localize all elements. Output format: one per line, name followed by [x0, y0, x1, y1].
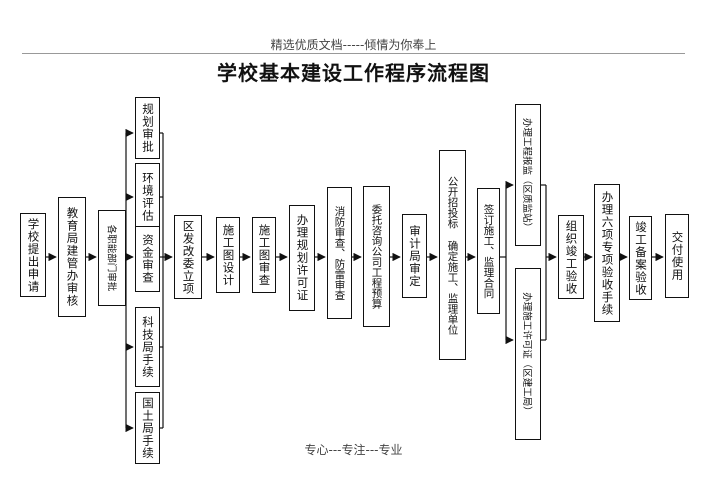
step-cost-budget: 委托咨询公司工程预算 — [363, 186, 390, 327]
step-land: 国土局手续 — [135, 392, 160, 464]
step-permit: 办理施工许可证（区建工局） — [515, 268, 541, 440]
step-tech-label: 科技局手续 — [141, 315, 155, 379]
step-apply-label: 学校提出申请 — [26, 217, 41, 293]
step-six-items: 办理六项专项验收手续 — [594, 184, 620, 322]
step-fire-review-label: 消防审查、防雷审查 — [333, 205, 346, 301]
step-land-label: 国土局手续 — [141, 396, 155, 460]
step-fund-label: 资金审查 — [141, 234, 155, 284]
step-construction-review-label: 施工图审查 — [257, 223, 272, 287]
step-acceptance: 组织竣工验收 — [558, 215, 584, 299]
step-drc-label: 区发改委立项 — [181, 219, 196, 295]
step-construction-review: 施工图审查 — [252, 217, 276, 293]
step-delivery-label: 交付使用 — [670, 231, 685, 281]
step-edu-review: 教育局建管办审核 — [58, 197, 86, 317]
step-fund: 资金审查 — [135, 226, 160, 292]
step-contract: 签订施工、监理合同 — [477, 188, 500, 314]
step-construction-design-label: 施工图设计 — [221, 223, 236, 287]
header-divider — [22, 53, 685, 54]
step-construction-design: 施工图设计 — [216, 217, 240, 293]
step-quality-label: 办理工程报监（区质监站） — [521, 117, 533, 233]
step-apply: 学校提出申请 — [20, 213, 46, 297]
step-env-label: 环境评估 — [141, 172, 155, 222]
page-header-text: 精选优质文档-----倾情为你奉上 — [270, 38, 437, 52]
step-planning: 规划审批 — [135, 97, 160, 159]
step-contract-label: 签订施工、监理合同 — [482, 203, 495, 299]
step-approval-dept-label: 各职能部门审批 — [105, 224, 117, 292]
step-permit-label: 办理施工许可证（区建工局） — [521, 292, 533, 416]
step-bidding-label: 公开招投标 确定施工、监理单位 — [446, 175, 459, 335]
step-drc: 区发改委立项 — [174, 215, 202, 299]
step-edu-review-label: 教育局建管办审核 — [65, 207, 80, 307]
step-cost-budget-label: 委托咨询公司工程预算 — [370, 204, 383, 309]
step-six-items-label: 办理六项专项验收手续 — [600, 190, 615, 316]
step-planning-permit: 办理规划许可证 — [289, 205, 315, 311]
step-tech: 科技局手续 — [135, 307, 160, 387]
step-record-label: 竣工备案验收 — [634, 220, 648, 296]
step-planning-permit-label: 办理规划许可证 — [295, 214, 310, 302]
step-quality: 办理工程报监（区质监站） — [515, 104, 541, 246]
step-audit-label: 审计局审定 — [408, 224, 422, 288]
step-approval-dept: 各职能部门审批 — [98, 210, 126, 306]
step-record: 竣工备案验收 — [629, 216, 652, 300]
page-footer-text: 专心---专注---专业 — [304, 443, 403, 457]
step-bidding: 公开招投标 确定施工、监理单位 — [439, 150, 466, 360]
step-delivery: 交付使用 — [665, 214, 689, 298]
step-fire-review: 消防审查、防雷审查 — [327, 187, 352, 319]
step-env: 环境评估 — [135, 163, 160, 231]
page-title: 学校基本建设工作程序流程图 — [217, 61, 490, 85]
step-planning-label: 规划审批 — [141, 103, 155, 153]
step-acceptance-label: 组织竣工验收 — [564, 219, 579, 295]
step-audit: 审计局审定 — [402, 214, 427, 298]
